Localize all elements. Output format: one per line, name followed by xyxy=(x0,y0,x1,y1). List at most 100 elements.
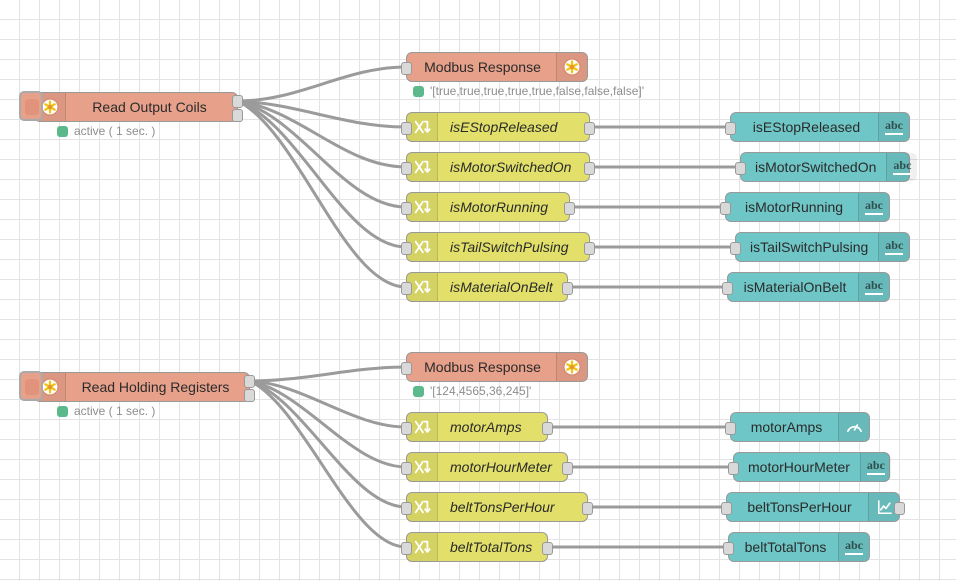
node-label: Read Output Coils xyxy=(92,99,207,115)
modbus-response-node-registers[interactable]: Modbus Response xyxy=(401,352,588,382)
output-port[interactable] xyxy=(584,122,595,135)
input-port[interactable] xyxy=(401,362,412,375)
dashboard-chart-widget-belt-tons-per-hour[interactable]: beltTonsPerHour xyxy=(721,492,905,522)
node-status-read-holding-registers: active ( 1 sec. ) xyxy=(57,404,155,418)
node-label: Read Holding Registers xyxy=(81,379,230,395)
input-port[interactable] xyxy=(730,242,741,255)
text-abc-icon: abc xyxy=(838,533,869,561)
node-label: motorHourMeter xyxy=(748,459,850,475)
node-label: motorHourMeter xyxy=(450,459,552,475)
change-swap-icon xyxy=(407,193,438,221)
abc-glyph: abc xyxy=(845,539,863,555)
input-port[interactable] xyxy=(721,502,732,515)
change-swap-icon xyxy=(407,453,438,481)
change-swap-icon xyxy=(407,233,438,261)
text-abc-icon: abc xyxy=(878,113,909,141)
node-status-modbus-response-registers: '[124,4565,36,245]' xyxy=(413,384,531,398)
input-port[interactable] xyxy=(401,542,412,555)
node-label: motorAmps xyxy=(450,419,522,435)
output-port[interactable] xyxy=(564,202,575,215)
change-node-belt-total-tons[interactable]: beltTotalTons xyxy=(401,532,553,562)
node-status-modbus-response-coils: '[true,true,true,true,true,false,false,f… xyxy=(413,84,644,98)
dashboard-text-widget-motor-hour-meter[interactable]: motorHourMeter abc xyxy=(728,452,891,482)
dashboard-text-widget-is-motor-switched-on[interactable]: isMotorSwitchedOn abc xyxy=(735,152,918,182)
input-port[interactable] xyxy=(401,242,412,255)
dashboard-text-widget-is-tail-switch-pulsing[interactable]: isTailSwitchPulsing abc xyxy=(730,232,910,262)
change-node-is-motor-switched-on[interactable]: isMotorSwitchedOn xyxy=(401,152,595,182)
output-port-2[interactable] xyxy=(244,389,255,402)
change-swap-icon xyxy=(407,273,438,301)
output-port[interactable] xyxy=(542,422,553,435)
status-text: '[true,true,true,true,true,false,false,f… xyxy=(430,84,645,98)
change-swap-icon xyxy=(407,153,438,181)
node-label: beltTotalTons xyxy=(450,539,533,555)
input-port[interactable] xyxy=(401,202,412,215)
input-port[interactable] xyxy=(725,122,736,135)
change-node-belt-tons-per-hour[interactable]: beltTonsPerHour xyxy=(401,492,593,522)
node-label: isMotorSwitchedOn xyxy=(450,159,572,175)
input-port[interactable] xyxy=(401,422,412,435)
change-node-motor-amps[interactable]: motorAmps xyxy=(401,412,553,442)
input-port[interactable] xyxy=(401,122,412,135)
output-port[interactable] xyxy=(584,242,595,255)
output-port-2[interactable] xyxy=(232,109,243,122)
input-port[interactable] xyxy=(728,462,739,475)
modbus-response-node-coils[interactable]: Modbus Response xyxy=(401,52,588,82)
node-label: isMotorRunning xyxy=(450,199,549,215)
status-dot xyxy=(413,385,424,397)
output-port-1[interactable] xyxy=(244,375,255,388)
abc-glyph: abc xyxy=(865,279,883,295)
change-node-motor-hour-meter[interactable]: motorHourMeter xyxy=(401,452,573,482)
change-swap-icon xyxy=(407,493,438,521)
node-label: motorAmps xyxy=(750,419,823,435)
node-label: beltTonsPerHour xyxy=(450,499,555,515)
output-port-1[interactable] xyxy=(232,95,243,108)
text-abc-icon: abc xyxy=(886,153,918,181)
inject-node-read-output-coils[interactable]: Read Output Coils xyxy=(19,91,243,122)
abc-glyph: abc xyxy=(865,199,883,215)
input-port[interactable] xyxy=(725,422,736,435)
input-port[interactable] xyxy=(735,162,746,175)
node-label: isTailSwitchPulsing xyxy=(450,239,569,255)
input-port[interactable] xyxy=(401,282,412,295)
dashboard-text-widget-is-estop-released[interactable]: isEStopReleased abc xyxy=(725,112,910,142)
node-label: isMotorRunning xyxy=(744,199,844,215)
abc-glyph: abc xyxy=(885,119,903,135)
output-port[interactable] xyxy=(582,502,593,515)
abc-glyph: abc xyxy=(885,239,904,255)
dashboard-text-widget-is-material-on-belt[interactable]: isMaterialOnBelt abc xyxy=(722,272,890,302)
output-port[interactable] xyxy=(562,462,573,475)
node-label: isTailSwitchPulsing xyxy=(750,239,869,255)
dashboard-gauge-widget-motor-amps[interactable]: motorAmps xyxy=(725,412,870,442)
dashboard-text-widget-is-motor-running[interactable]: isMotorRunning abc xyxy=(720,192,890,222)
inject-node-read-holding-registers[interactable]: Read Holding Registers xyxy=(19,371,255,402)
gauge-icon xyxy=(838,413,869,441)
output-port[interactable] xyxy=(562,282,573,295)
inject-trigger-button[interactable] xyxy=(19,371,43,401)
input-port[interactable] xyxy=(723,542,734,555)
text-abc-icon: abc xyxy=(859,453,891,481)
input-port[interactable] xyxy=(401,502,412,515)
inject-trigger-button[interactable] xyxy=(19,91,43,121)
input-port[interactable] xyxy=(401,162,412,175)
input-port[interactable] xyxy=(720,202,731,215)
abc-glyph: abc xyxy=(893,159,912,175)
status-text: active ( 1 sec. ) xyxy=(74,124,156,138)
input-port[interactable] xyxy=(722,282,733,295)
change-node-is-tail-switch-pulsing[interactable]: isTailSwitchPulsing xyxy=(401,232,595,262)
output-port[interactable] xyxy=(894,502,905,515)
modbus-asterisk-icon xyxy=(556,53,587,81)
node-label: beltTonsPerHour xyxy=(747,499,852,515)
text-abc-icon: abc xyxy=(858,193,889,221)
status-dot xyxy=(413,85,424,97)
input-port[interactable] xyxy=(401,462,412,475)
output-port[interactable] xyxy=(584,162,595,175)
output-port[interactable] xyxy=(542,542,553,555)
change-node-is-estop-released[interactable]: isEStopReleased xyxy=(401,112,595,142)
status-text: '[124,4565,36,245]' xyxy=(430,384,532,398)
change-node-is-motor-running[interactable]: isMotorRunning xyxy=(401,192,575,222)
change-node-is-material-on-belt[interactable]: isMaterialOnBelt xyxy=(401,272,573,302)
dashboard-text-widget-belt-total-tons[interactable]: beltTotalTons abc xyxy=(723,532,870,562)
input-port[interactable] xyxy=(401,62,412,75)
